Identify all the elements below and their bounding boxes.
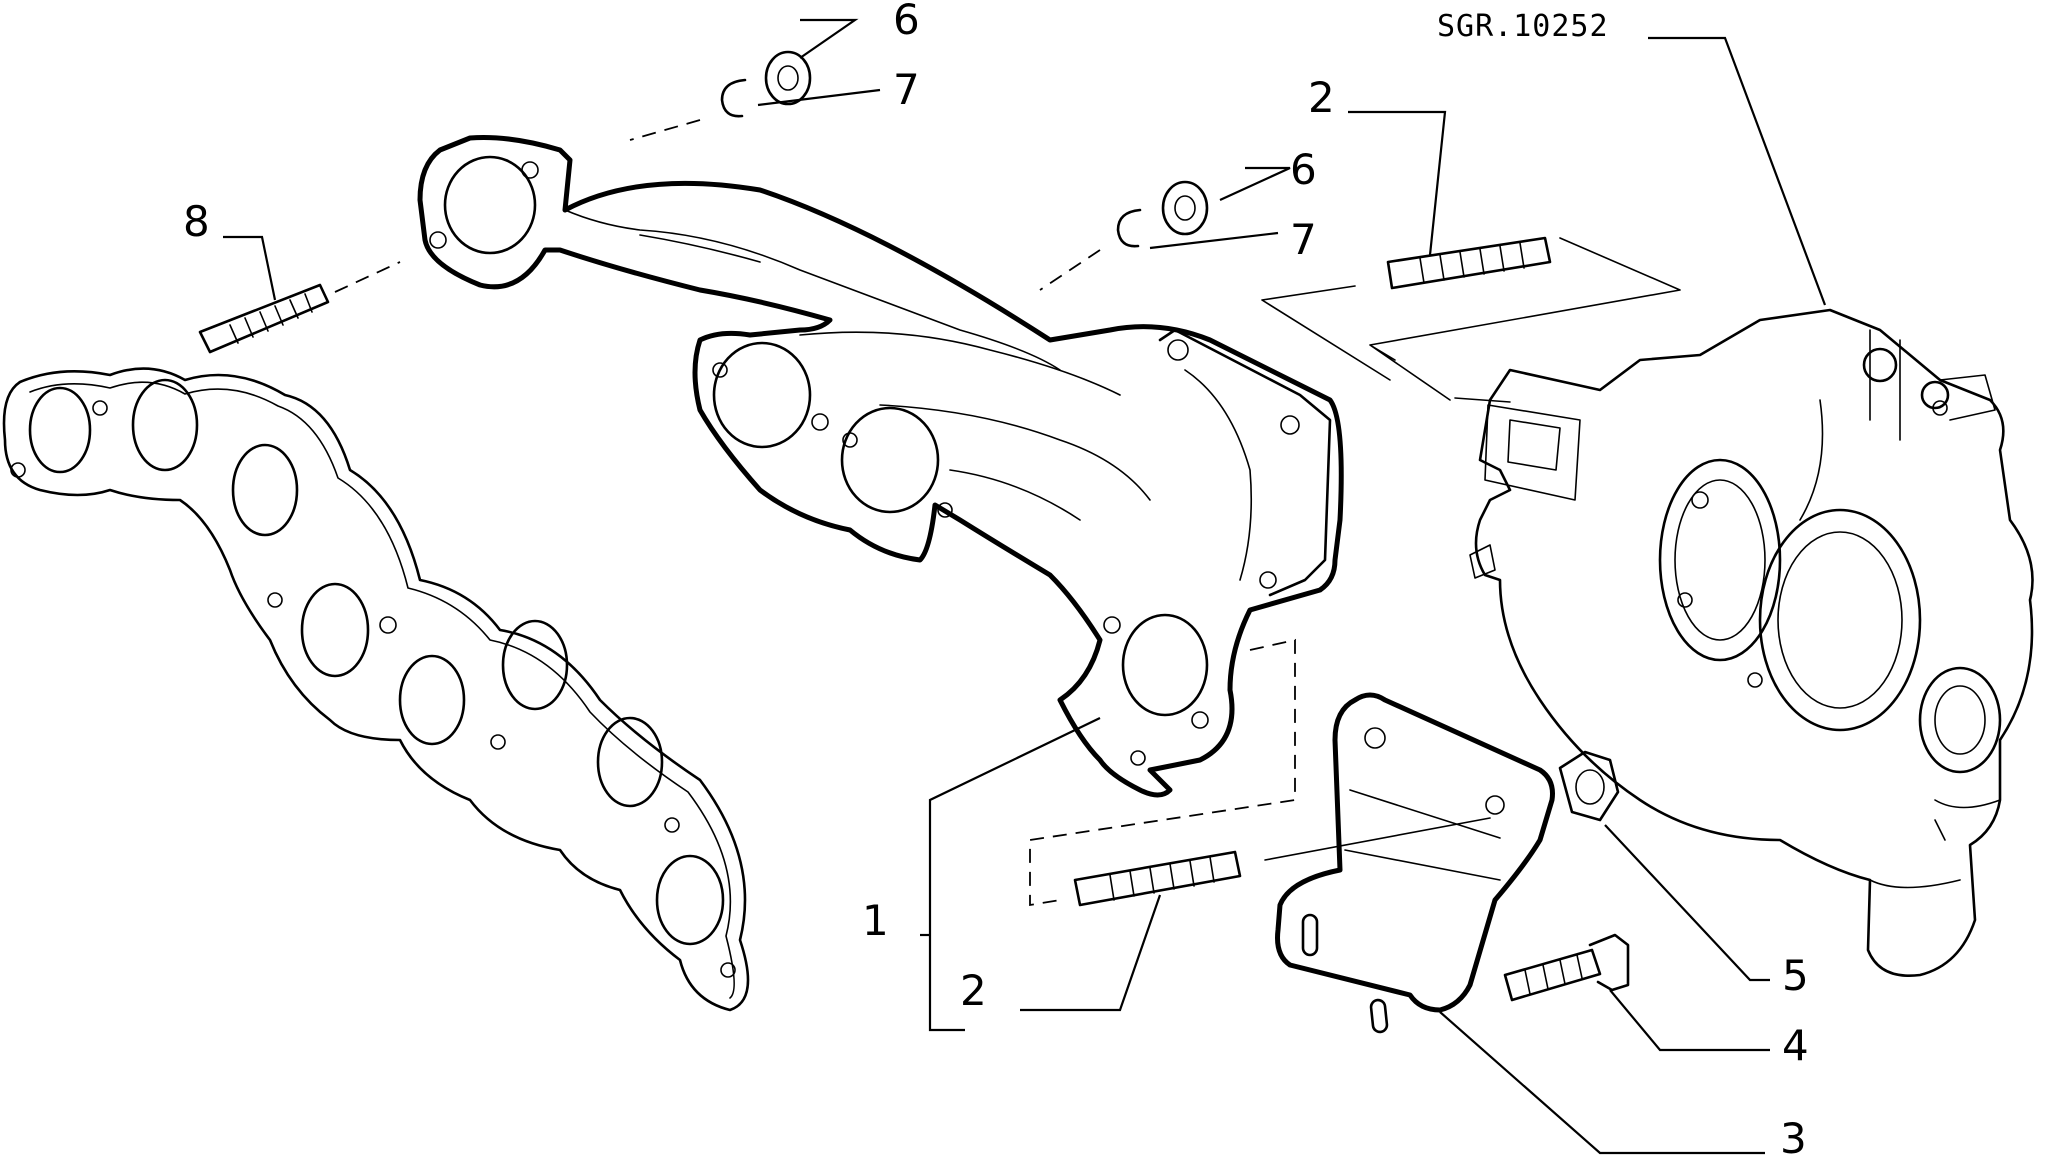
callout-2-lower: 2: [960, 966, 987, 1015]
callout-6-upper: 6: [893, 0, 920, 44]
callout-5: 5: [1782, 951, 1809, 1000]
exhaust-manifold: [417, 135, 1344, 798]
leader-lines: [223, 18, 1827, 1155]
turbocharger: [1469, 308, 2034, 977]
callout-7-upper: 7: [893, 65, 920, 114]
callout-7-lower: 7: [1290, 215, 1317, 264]
nut-washer-upper: [629, 50, 812, 141]
support-bracket: [1275, 692, 1555, 1034]
drawing-reference: SGR.10252: [1437, 9, 1609, 44]
nut-5: [1558, 750, 1620, 822]
nut-washer-lower: [1039, 180, 1209, 291]
manifold-gasket: [2, 367, 750, 1012]
callout-6-lower: 6: [1290, 145, 1317, 194]
callout-1: 1: [862, 896, 889, 945]
callout-8: 8: [183, 197, 210, 246]
callout-2-top: 2: [1308, 73, 1335, 122]
stud-8: [198, 261, 401, 354]
bolt-4: [1503, 933, 1630, 1002]
callout-3: 3: [1780, 1114, 1807, 1161]
stud-2-lower: [1073, 817, 1491, 907]
assembly-guide-top: [1261, 237, 1681, 403]
callout-4: 4: [1782, 1021, 1809, 1070]
stud-2-top: [1386, 236, 1552, 290]
